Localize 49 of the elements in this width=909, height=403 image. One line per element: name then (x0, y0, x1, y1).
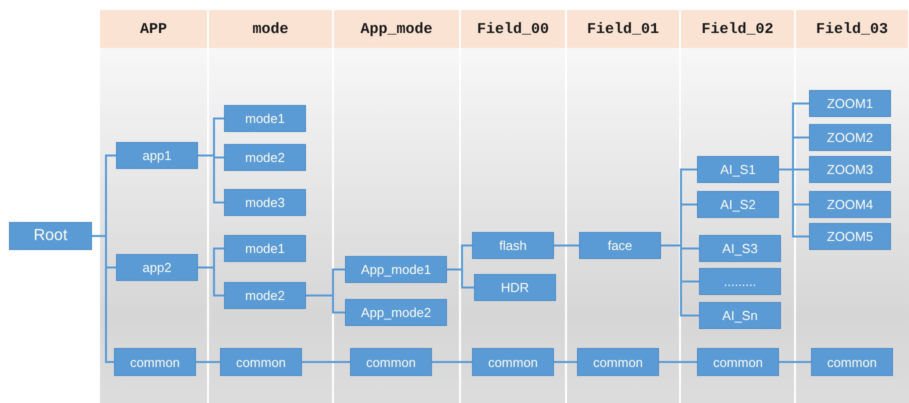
column-header: App_mode (334, 10, 459, 48)
tree-node: common (350, 348, 432, 376)
tree-node: common (220, 348, 302, 376)
tree-node: face (579, 232, 661, 259)
tree-node: ZOOM4 (809, 191, 891, 218)
tree-node: mode1 (224, 235, 306, 262)
tree-node: AI_S3 (699, 235, 781, 262)
tree-node: flash (472, 232, 554, 259)
connector-line (779, 168, 809, 238)
column-header: Field_01 (567, 10, 679, 48)
tree-node: mode1 (224, 105, 306, 132)
tree-node: HDR (474, 274, 556, 301)
tree-node: Root (9, 222, 92, 250)
connector-line (447, 268, 474, 288)
connector-line (554, 244, 579, 246)
tree-node: common (577, 348, 659, 376)
tree-node: AI_Sn (699, 302, 781, 329)
tree-node: mode3 (224, 189, 306, 216)
connector-line (306, 294, 345, 314)
column-header: Field_00 (461, 10, 565, 48)
tree-node: mode2 (224, 282, 306, 309)
connector-line (661, 244, 699, 316)
connector-line (302, 361, 350, 363)
connector-line (779, 361, 811, 363)
tree-node: app1 (116, 142, 198, 169)
connector-line (432, 361, 472, 363)
tree-node: mode2 (224, 144, 306, 171)
tree-node: ZOOM1 (809, 90, 891, 117)
column-header: mode (209, 10, 332, 48)
tree-node: ......... (699, 268, 781, 295)
tree-node: ZOOM3 (809, 156, 891, 183)
connector-line (554, 361, 577, 363)
tree-node: common (114, 348, 196, 376)
tree-node: common (472, 348, 554, 376)
tree-node: App_mode1 (345, 256, 447, 283)
column-header: APP (100, 10, 207, 48)
tree-node: app2 (116, 254, 198, 281)
connector-line (196, 361, 220, 363)
tree-node: App_mode2 (345, 299, 447, 326)
tree-node: ZOOM2 (809, 124, 891, 151)
connector-line (659, 361, 697, 363)
tree-node: common (697, 348, 779, 376)
column-header: Field_02 (681, 10, 794, 48)
tree-node: common (811, 348, 893, 376)
tree-node: AI_S2 (697, 191, 779, 218)
connector-line (198, 266, 224, 296)
tree-node: AI_S1 (697, 156, 779, 183)
column-header: Field_03 (796, 10, 908, 48)
tree-node: ZOOM5 (809, 223, 891, 250)
